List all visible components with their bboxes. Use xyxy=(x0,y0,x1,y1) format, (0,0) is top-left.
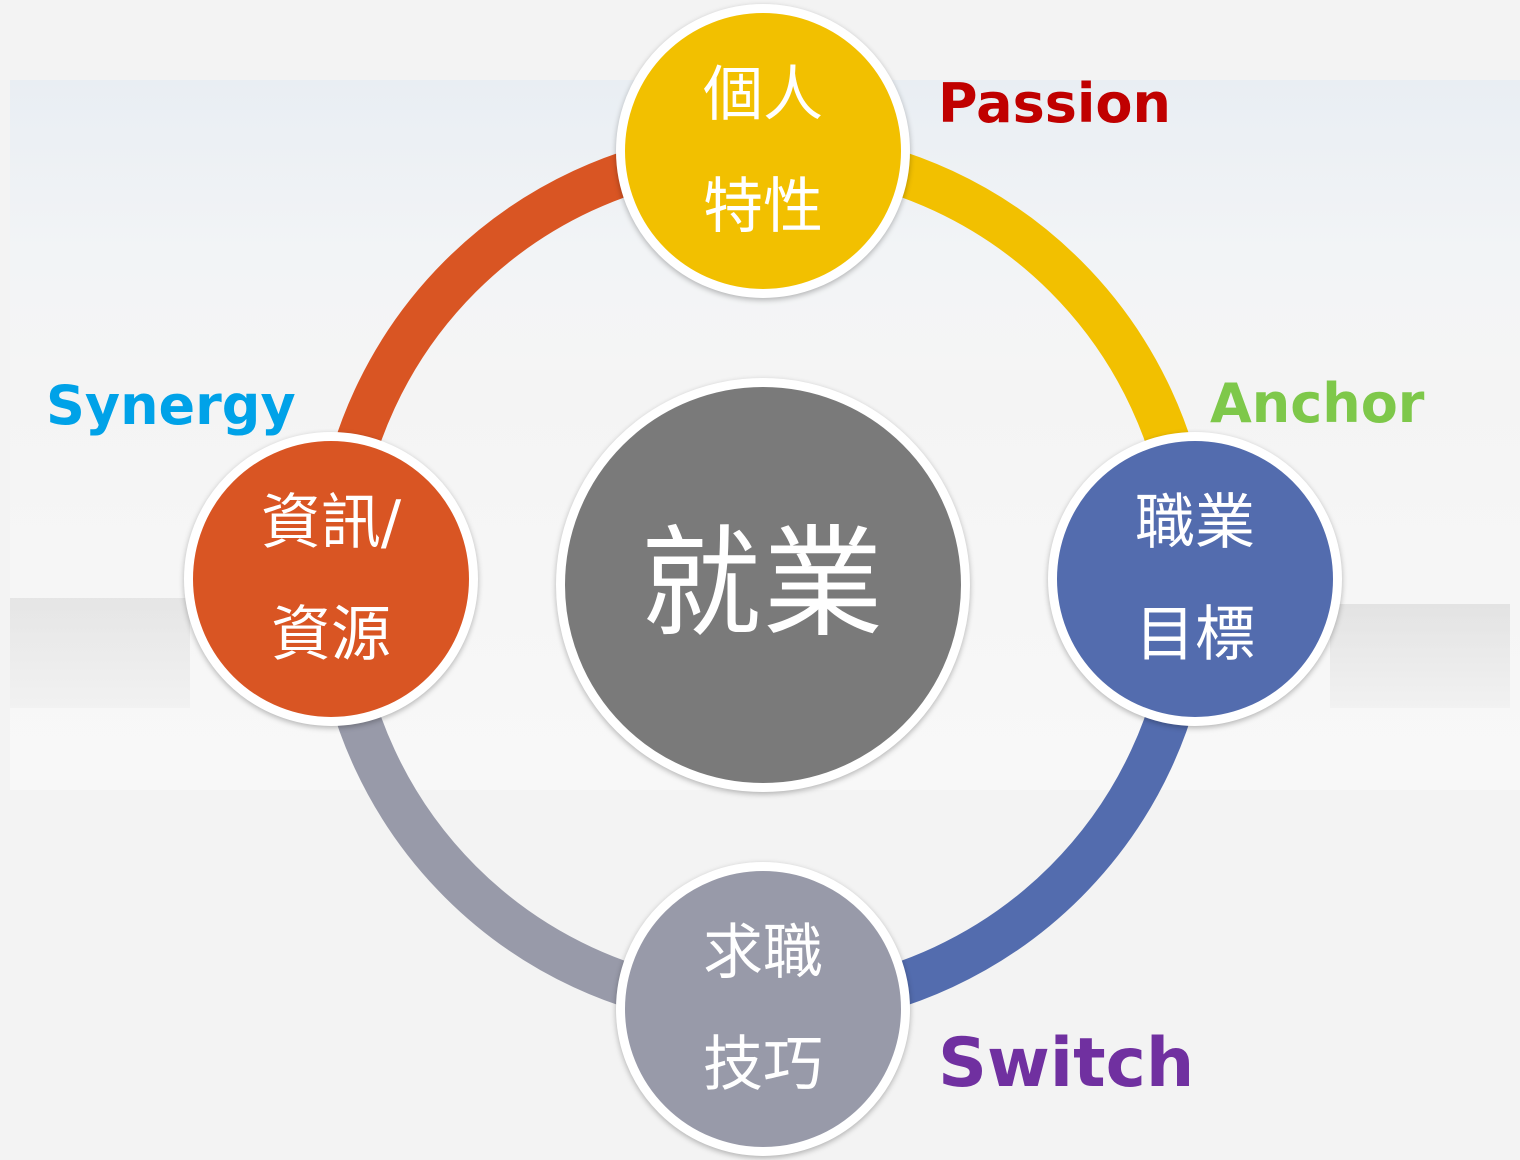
node-info-resources: 資訊/ 資源 xyxy=(184,432,478,726)
center-node-employment: 就業 xyxy=(556,378,970,792)
node-job-skills-line-1: 求職 xyxy=(703,918,823,988)
node-info-resources-line-1: 資訊/ xyxy=(260,488,402,558)
node-personal-traits: 個人 特性 xyxy=(616,4,910,298)
node-info-resources-line-2: 資源 xyxy=(271,600,391,670)
center-node-label: 就業 xyxy=(641,515,885,654)
node-job-skills: 求職 技巧 xyxy=(616,862,910,1156)
node-career-goals: 職業 目標 xyxy=(1048,432,1342,726)
node-career-goals-line-2: 目標 xyxy=(1135,600,1255,670)
label-passion: Passion xyxy=(938,72,1171,135)
node-personal-traits-line-2: 特性 xyxy=(703,172,823,242)
label-synergy: Synergy xyxy=(46,374,296,437)
label-switch: Switch xyxy=(938,1024,1195,1103)
background-bar-left xyxy=(10,598,190,708)
background-bar-right xyxy=(1330,604,1510,708)
node-personal-traits-line-1: 個人 xyxy=(703,60,823,130)
node-job-skills-line-2: 技巧 xyxy=(703,1030,823,1100)
label-anchor: Anchor xyxy=(1210,372,1425,435)
node-career-goals-line-1: 職業 xyxy=(1135,488,1255,558)
